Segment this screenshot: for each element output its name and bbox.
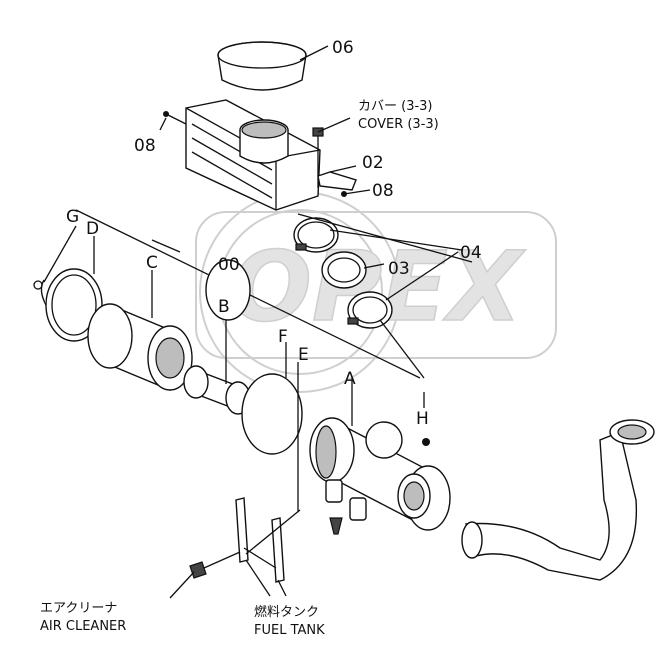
part-cap-06 <box>217 41 329 91</box>
part-cover-housing <box>185 99 321 211</box>
callout-A: A <box>344 369 356 389</box>
callout-03: 03 <box>388 259 410 279</box>
part-mount-brackets <box>235 497 301 583</box>
callout-C: C <box>146 253 158 273</box>
mount-bolt <box>169 551 241 599</box>
callout-00: 00 <box>218 255 240 275</box>
part-intake-hose <box>461 419 655 581</box>
part-clamp-04 <box>347 251 459 329</box>
callout-E: E <box>298 345 309 365</box>
ref-cover-jp: カバー (3-3) <box>358 99 433 114</box>
callout-B: B <box>218 297 230 317</box>
callout-D: D <box>86 219 99 239</box>
part-inner-element <box>183 314 251 415</box>
ref-air-cleaner-jp: エアクリーナ <box>40 601 117 616</box>
part-seal-ring <box>33 225 103 342</box>
part-disc-00 <box>205 259 251 321</box>
part-gasket <box>241 342 303 512</box>
callout-04: 04 <box>460 243 482 263</box>
ref-fuel-tank-jp: 燃料タンク <box>254 604 319 620</box>
callout-08-right: 08 <box>372 181 394 201</box>
part-air-cleaner-body <box>309 378 451 535</box>
callout-08-left: 08 <box>134 136 156 156</box>
part-hose-03 <box>321 251 385 289</box>
part-outer-element <box>87 239 193 392</box>
callout-06: 06 <box>332 38 354 58</box>
part-clamp-upper <box>293 217 339 253</box>
callout-H: H <box>416 409 429 429</box>
callout-G: G <box>66 207 79 227</box>
ref-air-cleaner-en: AIR CLEANER <box>40 619 126 634</box>
ref-fuel-tank-en: FUEL TANK <box>254 623 325 638</box>
part-bracket-02 <box>317 165 357 191</box>
ref-cover-en: COVER (3-3) <box>358 117 439 132</box>
callout-02: 02 <box>362 153 384 173</box>
callout-F: F <box>278 327 288 347</box>
